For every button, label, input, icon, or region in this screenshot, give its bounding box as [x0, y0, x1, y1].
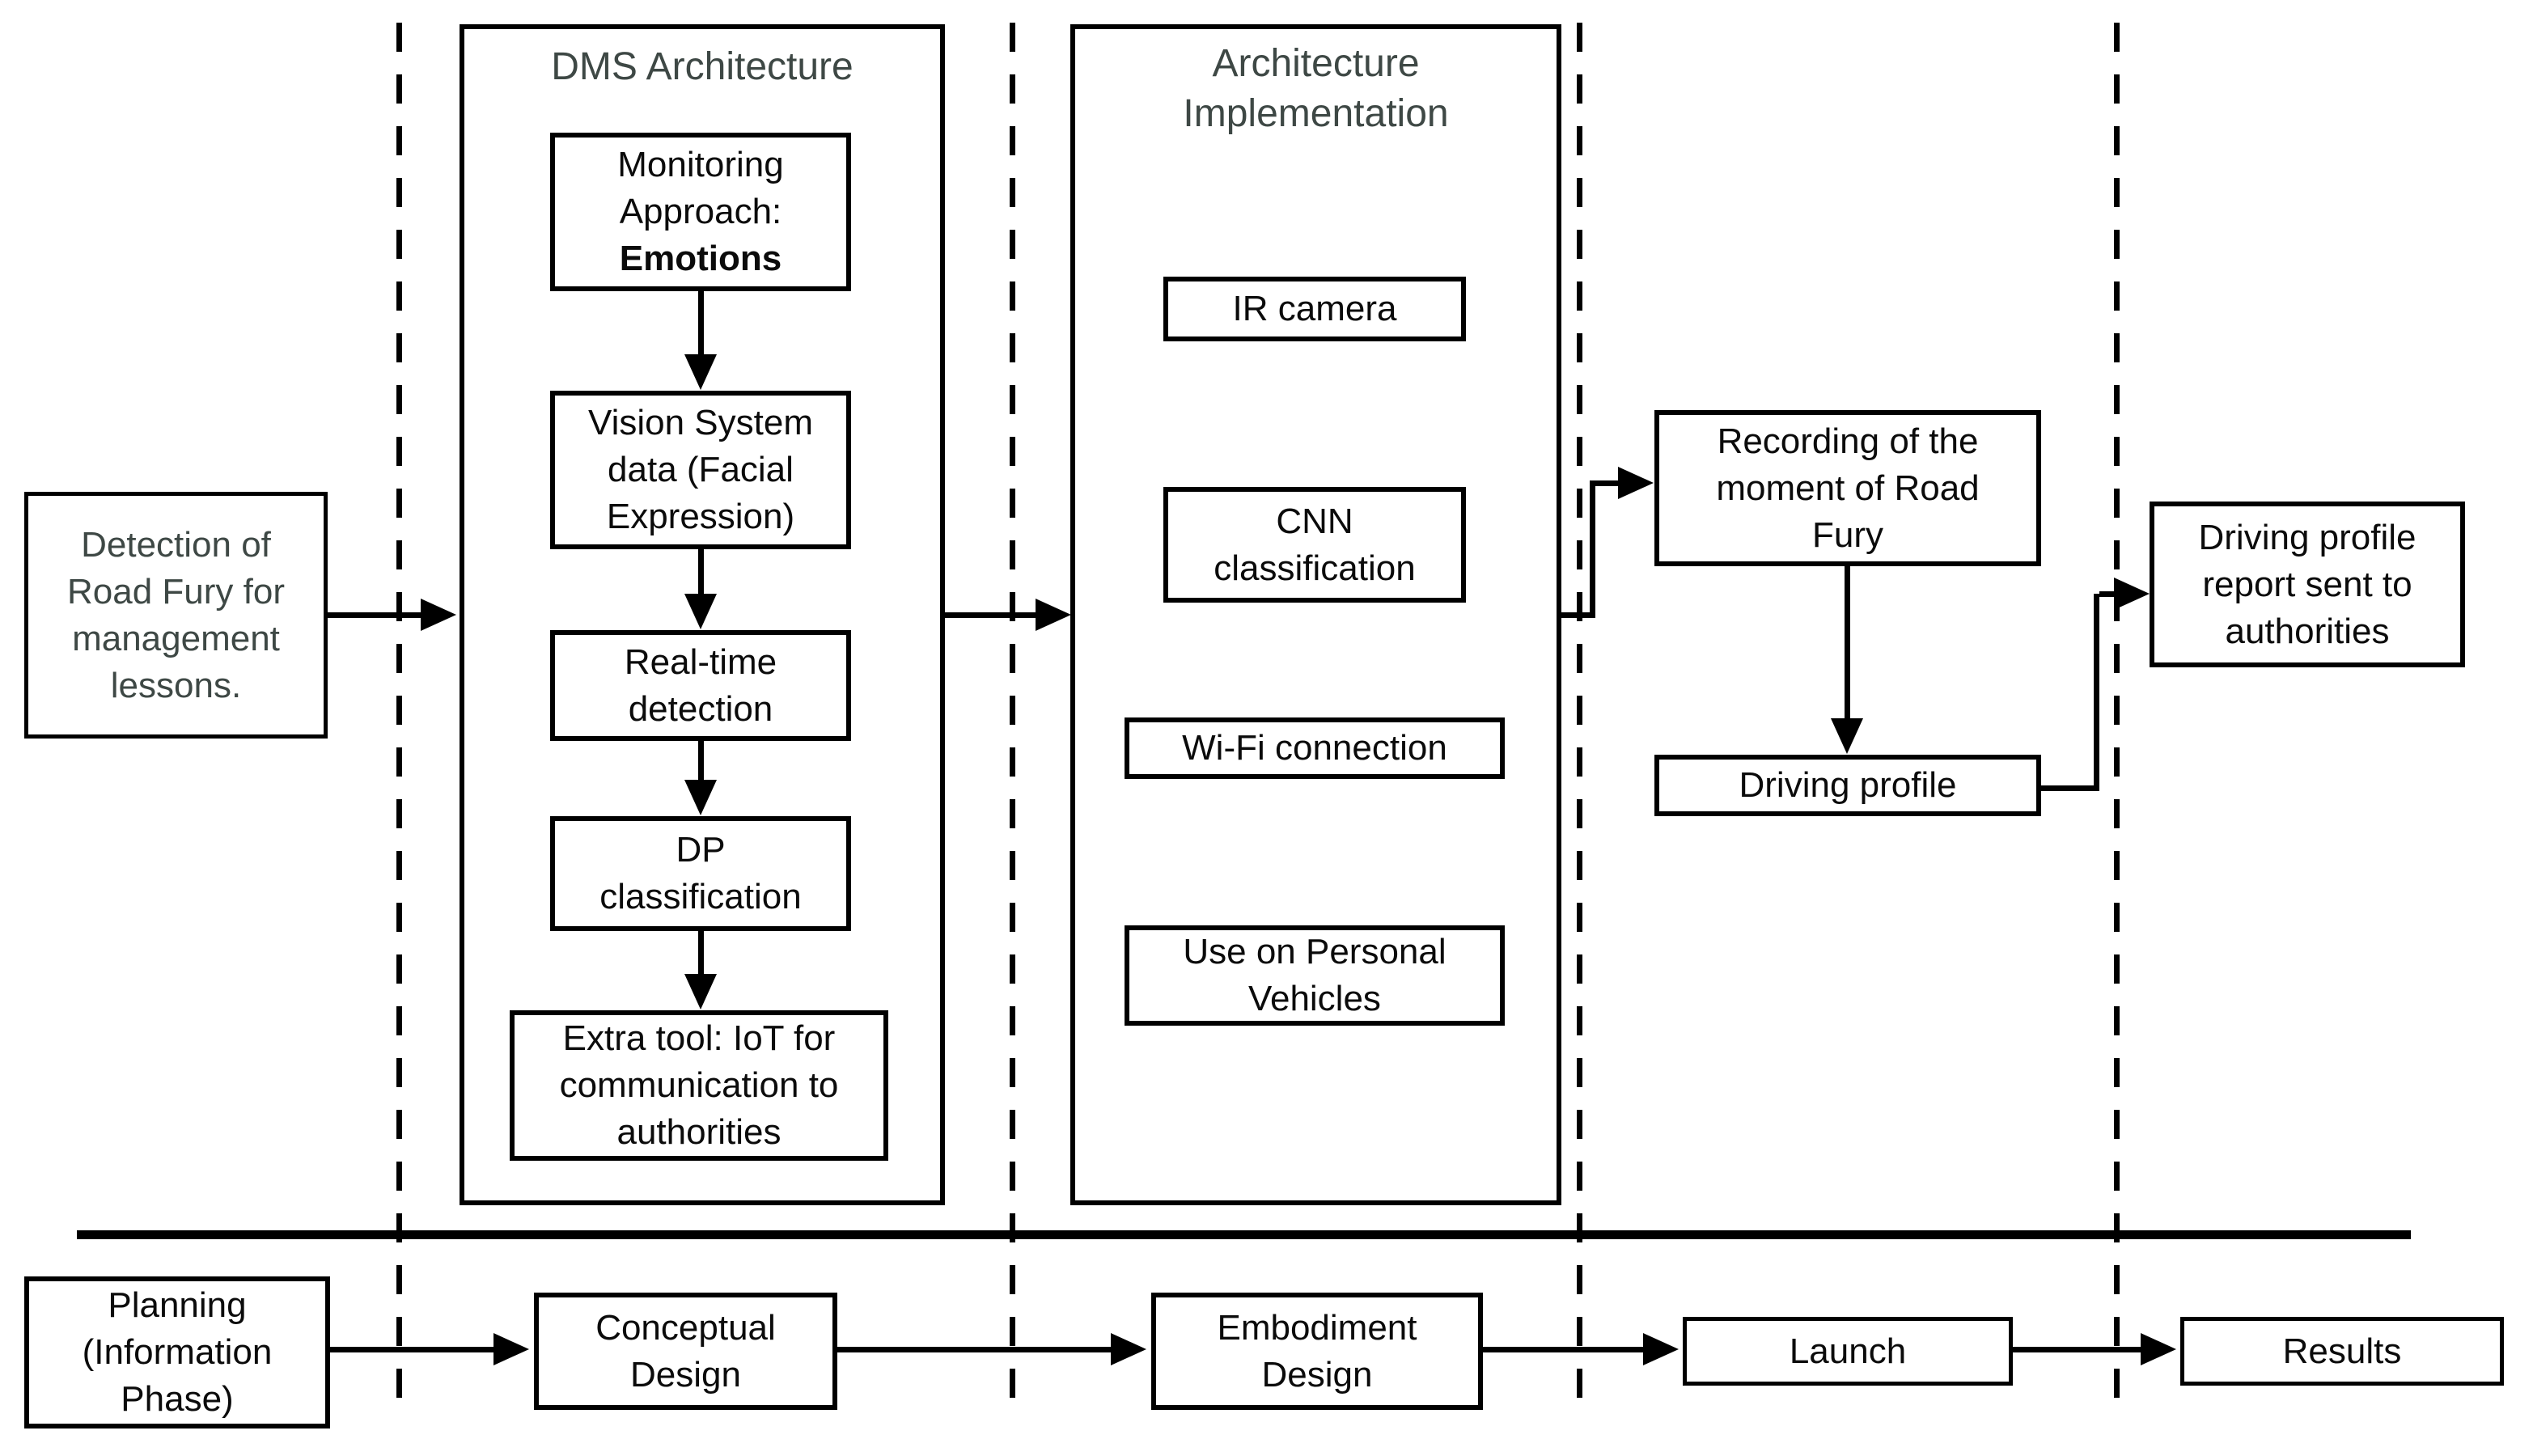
conceptual-design-box: Conceptual Design — [534, 1293, 837, 1410]
conceptual-line: Design — [630, 1354, 741, 1395]
launch-box: Launch — [1683, 1317, 2013, 1386]
phase-dashed-line-2 — [1010, 23, 1015, 1398]
connector-profile-to-report-seg3 — [2099, 591, 2117, 597]
use-on-personal-vehicles-box: Use on Personal Vehicles — [1125, 925, 1505, 1026]
vision-system-data-box: Vision System data (Facial Expression) — [550, 391, 851, 549]
arrow-detection-to-dms — [328, 612, 422, 618]
ir-camera-box: IR camera — [1163, 277, 1466, 341]
launch-label: Launch — [1789, 1331, 1907, 1371]
detection-line: Road Fury for — [67, 571, 285, 612]
planning-phase-box: Planning (Information Phase) — [24, 1276, 330, 1428]
dp-line: classification — [599, 877, 802, 916]
arrowhead-conceptual-to-embodiment — [1111, 1333, 1146, 1365]
phase-dashed-line-3 — [1577, 23, 1582, 1398]
wifi-connection-box: Wi-Fi connection — [1125, 717, 1505, 779]
arrowhead-profile-to-report — [2114, 578, 2150, 610]
architecture-implementation-title: Architecture Implementation — [1070, 39, 1561, 139]
phase-dashed-line-1 — [396, 23, 402, 1398]
connector-impl-to-recording-seg1 — [1561, 612, 1595, 618]
arrowhead-recording-to-profile — [1831, 718, 1863, 754]
detection-line: lessons. — [110, 665, 242, 705]
arrow-launch-to-results — [2013, 1347, 2142, 1352]
driving-profile-label: Driving profile — [1739, 765, 1957, 805]
results-box: Results — [2180, 1317, 2504, 1386]
personal-line: Vehicles — [1248, 979, 1381, 1018]
driving-profile-report-box: Driving profile report sent to authoriti… — [2150, 502, 2465, 667]
arrow-vision-to-realtime — [698, 549, 704, 595]
recording-line: moment of Road — [1716, 468, 1980, 508]
driving-profile-box: Driving profile — [1654, 755, 2041, 816]
monitoring-approach-box: Monitoring Approach: Emotions — [550, 133, 851, 291]
embodiment-line: Embodiment — [1217, 1307, 1417, 1348]
wifi-label: Wi-Fi connection — [1182, 728, 1447, 768]
phase-dashed-line-4 — [2114, 23, 2120, 1398]
real-time-detection-box: Real-time detection — [550, 630, 851, 741]
dms-architecture-title: DMS Architecture — [551, 45, 854, 88]
arrowhead-monitoring-to-vision — [684, 354, 717, 390]
report-line: authorities — [2225, 611, 2390, 651]
arrowhead-vision-to-realtime — [684, 594, 717, 629]
architecture-implementation-container — [1070, 24, 1561, 1205]
recording-line: Fury — [1812, 514, 1883, 555]
arrowhead-realtime-to-dp — [684, 780, 717, 815]
arrow-planning-to-conceptual — [330, 1347, 495, 1352]
detection-line: management — [72, 618, 280, 658]
arrowhead-impl-to-recording — [1618, 467, 1654, 499]
impl-title-line: Architecture — [1212, 42, 1420, 85]
arrowhead-launch-to-results — [2141, 1333, 2176, 1365]
vision-line: Vision System — [588, 403, 813, 442]
results-label: Results — [2282, 1331, 2402, 1371]
arrowhead-embodiment-to-launch — [1643, 1333, 1679, 1365]
realtime-line: detection — [628, 688, 773, 729]
ir-camera-label: IR camera — [1232, 289, 1397, 328]
report-line: Driving profile — [2198, 517, 2417, 557]
cnn-line: CNN — [1276, 501, 1353, 541]
monitoring-line: Monitoring — [617, 145, 784, 184]
arrow-monitoring-to-vision — [698, 291, 704, 356]
extra-line: Extra tool: IoT for — [562, 1018, 836, 1058]
embodiment-line: Design — [1261, 1354, 1373, 1395]
connector-profile-to-report-seg1 — [2041, 785, 2099, 791]
arrow-dms-to-implementation — [944, 612, 1037, 618]
connector-impl-to-recording-seg2 — [1590, 480, 1595, 618]
arrow-recording-to-profile — [1845, 566, 1850, 720]
connector-profile-to-report-seg2 — [2094, 594, 2099, 791]
monitoring-line: Approach: — [619, 192, 782, 231]
recording-of-road-fury-box: Recording of the moment of Road Fury — [1654, 410, 2041, 566]
detection-of-road-fury-box: Detection of Road Fury for management le… — [24, 492, 328, 739]
arrow-dp-to-extra — [698, 931, 704, 976]
arrow-conceptual-to-embodiment — [837, 1347, 1112, 1352]
extra-line: authorities — [616, 1112, 782, 1152]
planning-line: Planning — [108, 1285, 247, 1325]
report-line: report sent to — [2202, 564, 2412, 604]
connector-impl-to-recording-seg3 — [1595, 480, 1621, 486]
realtime-line: Real-time — [624, 641, 777, 682]
embodiment-design-box: Embodiment Design — [1151, 1293, 1483, 1410]
dp-classification-box: DP classification — [550, 816, 851, 931]
vision-line: Expression) — [606, 497, 795, 536]
extra-tool-iot-box: Extra tool: IoT for communication to aut… — [510, 1010, 888, 1161]
conceptual-line: Conceptual — [595, 1307, 776, 1348]
recording-line: Recording of the — [1717, 421, 1979, 461]
personal-line: Use on Personal — [1183, 932, 1447, 971]
arrowhead-detection-to-dms — [421, 599, 456, 631]
arrow-realtime-to-dp — [698, 741, 704, 781]
monitoring-emotions-label: Emotions — [619, 239, 782, 278]
impl-title-line: Implementation — [1183, 92, 1449, 135]
cnn-line: classification — [1214, 548, 1416, 588]
cnn-classification-box: CNN classification — [1163, 487, 1466, 603]
vision-line: data (Facial — [608, 450, 794, 489]
planning-line: (Information — [82, 1332, 273, 1372]
arrowhead-planning-to-conceptual — [493, 1333, 529, 1365]
arrowhead-dp-to-extra — [684, 974, 717, 1009]
planning-line: Phase) — [121, 1379, 234, 1419]
detection-line: Detection of — [81, 524, 271, 565]
arrowhead-dms-to-implementation — [1036, 599, 1071, 631]
arrow-embodiment-to-launch — [1483, 1347, 1645, 1352]
dp-line: DP — [676, 830, 726, 870]
timeline-divider-line — [77, 1230, 2411, 1239]
extra-line: communication to — [559, 1065, 839, 1105]
